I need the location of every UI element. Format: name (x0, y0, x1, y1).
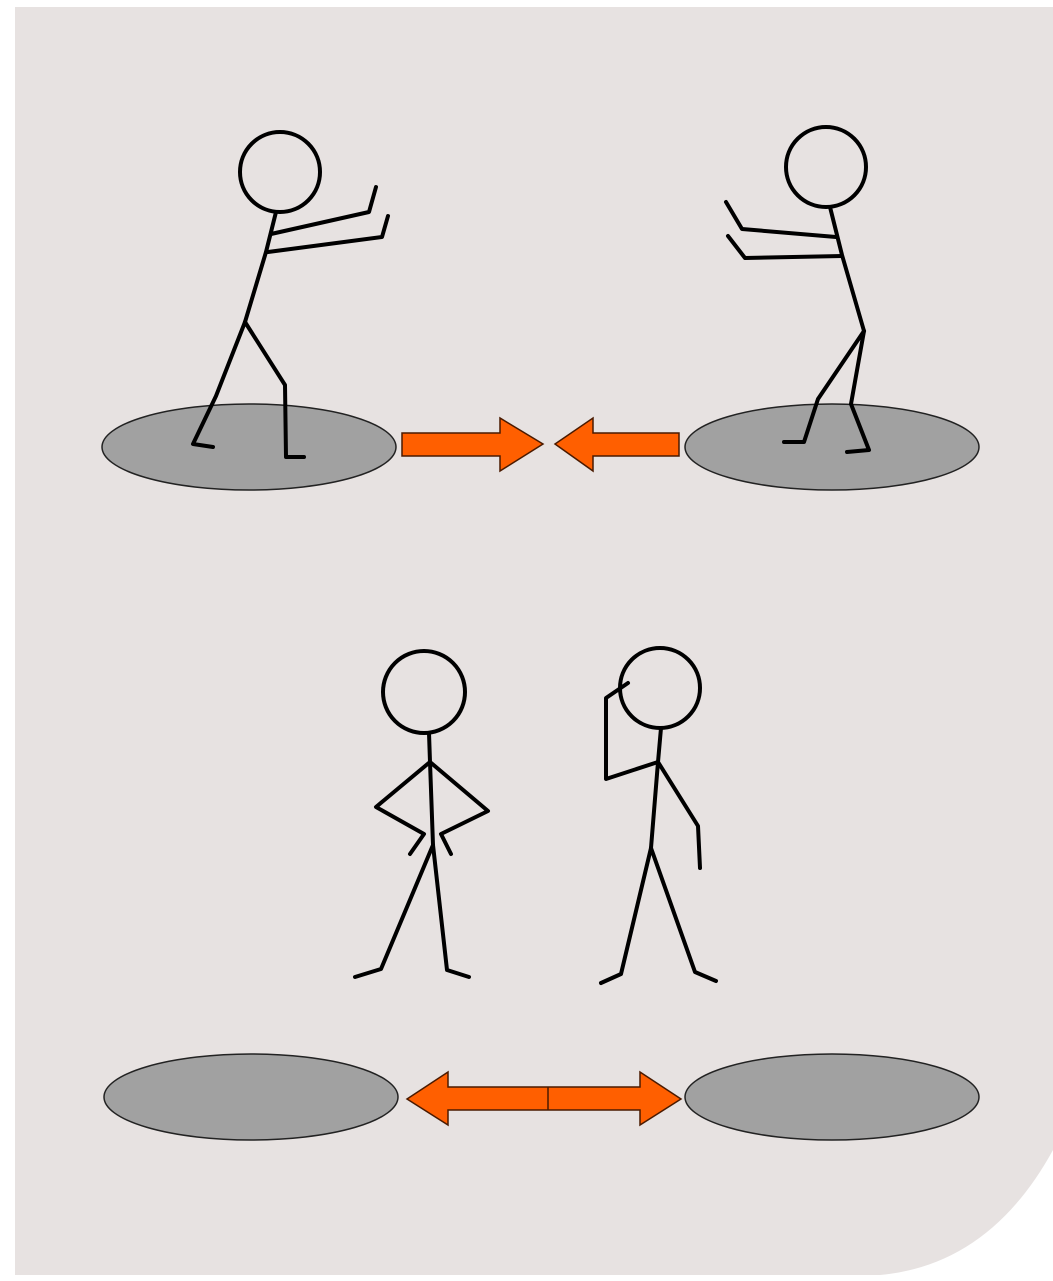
right-platform (685, 1054, 979, 1140)
left-platform (104, 1054, 398, 1140)
left-platform (102, 404, 396, 490)
right-platform (685, 404, 979, 490)
